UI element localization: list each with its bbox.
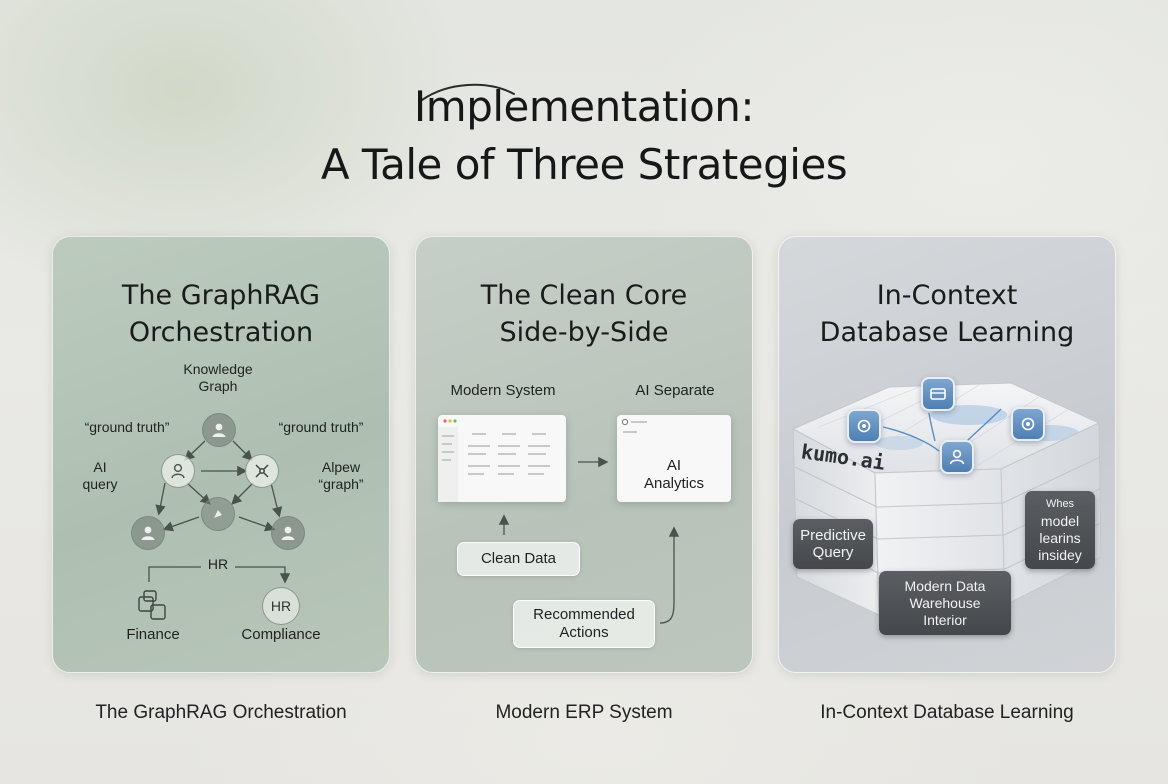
center-node [201, 497, 235, 531]
flow-arrows [498, 456, 680, 624]
clean-core-card: The Clean Core Side-by-Side Modern Syste… [415, 236, 753, 673]
finance-icon [135, 587, 171, 623]
recommended-actions-pill: Recommended Actions [513, 600, 655, 648]
knowledge-graph-label: Knowledge Graph [183, 361, 253, 394]
page-title-line-1: Implementation: [413, 82, 755, 131]
ai-query-node [161, 454, 195, 488]
knowledge-graph-node [202, 413, 236, 447]
alpew-graph-label: Alpew “graph” [318, 459, 364, 492]
graph-edges [148, 440, 291, 584]
graphrag-card: The GraphRAG Orchestration Knowledge Gra… [52, 236, 390, 673]
erp-caption: Modern ERP System [495, 702, 673, 723]
data-warehouse-box: Modern Data Warehouse Interior [879, 571, 1011, 635]
compliance-label: Compliance [241, 626, 321, 643]
settings-chip [847, 409, 881, 443]
ground-truth-right-label: “ground truth” [278, 419, 364, 435]
in-context-card-title: In-Context Database Learning [819, 280, 1075, 348]
user-chip [940, 440, 974, 474]
server-icon [930, 388, 946, 400]
model-learns-box: Whes model learins insidey [1025, 491, 1095, 569]
right-person-node [271, 516, 305, 550]
hr-icon: HR [262, 587, 300, 625]
predictive-query-box: Predictive Query [793, 519, 873, 569]
person-icon [141, 526, 155, 540]
network-icon [214, 510, 222, 518]
finance-label: Finance [126, 626, 180, 643]
settings-icon [1021, 417, 1035, 431]
modern-system-window [438, 415, 566, 502]
server-chip [921, 377, 955, 411]
person-icon [171, 463, 185, 479]
ai-separate-label: AI Separate [635, 382, 715, 399]
title-swoosh-decoration [421, 83, 515, 101]
clean-data-pill: Clean Data [457, 542, 580, 576]
person-icon [949, 449, 965, 465]
ai-analytics-label: AI Analytics [643, 457, 705, 492]
page-title: Implementation: A Tale of Three Strategi… [0, 78, 1168, 194]
hr-flow-label: HR [207, 556, 229, 572]
ai-analytics-window: AI Analytics [617, 415, 731, 502]
graphrag-card-title: The GraphRAG Orchestration [121, 280, 321, 348]
graphrag-caption: The GraphRAG Orchestration [95, 702, 347, 723]
in-context-card: In-Context Database Learning [778, 236, 1116, 673]
graph-hub-node [245, 454, 279, 488]
modern-system-label: Modern System [450, 382, 556, 399]
clean-core-card-title: The Clean Core Side-by-Side [480, 280, 688, 348]
person-icon [212, 423, 226, 437]
network-icon [255, 464, 269, 478]
ground-truth-left-label: “ground truth” [84, 419, 170, 435]
ai-query-label: AI query [82, 459, 118, 492]
settings-chip-right [1011, 407, 1045, 441]
settings-icon [857, 419, 871, 433]
page-title-line-2: A Tale of Three Strategies [320, 140, 848, 189]
left-person-node [131, 516, 165, 550]
person-icon [281, 526, 295, 540]
in-context-caption: In-Context Database Learning [820, 702, 1074, 723]
